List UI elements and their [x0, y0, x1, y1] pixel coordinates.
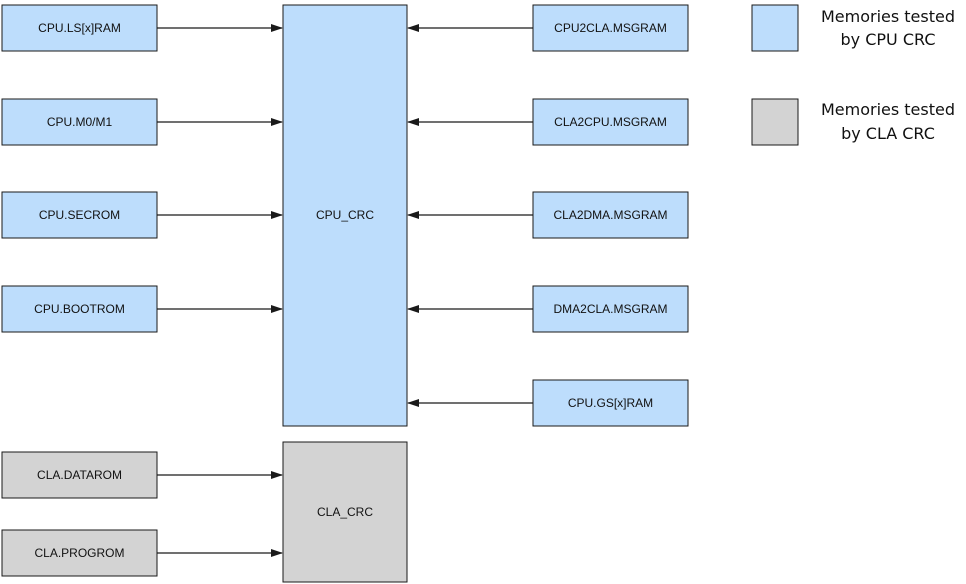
- memory-label: CLA2DMA.MSGRAM: [553, 208, 667, 222]
- memory-label: CLA2CPU.MSGRAM: [554, 115, 667, 129]
- memory-cla-datarom: CLA.DATAROM: [1, 451, 283, 499]
- memory-cpu2cla-msgram: CPU2CLA.MSGRAM: [407, 4, 689, 52]
- legend-swatch-cla: [751, 98, 799, 146]
- memory-label: CPU.M0/M1: [47, 115, 113, 129]
- memory-box: [532, 285, 689, 333]
- legend: Memories tested by CPU CRC Memories test…: [751, 4, 955, 146]
- cpu-crc-label: CPU_CRC: [316, 208, 374, 222]
- memory-box: [532, 4, 689, 52]
- cla-crc-block: CLA_CRC: [282, 441, 408, 583]
- cpu-crc-block: CPU_CRC: [282, 4, 408, 427]
- memory-cpu-m0m1: CPU.M0/M1: [1, 98, 283, 146]
- memory-box: [1, 529, 158, 577]
- legend-swatch-cpu: [751, 4, 799, 52]
- memory-cla2dma-msgram: CLA2DMA.MSGRAM: [407, 191, 689, 239]
- memory-label: DMA2CLA.MSGRAM: [553, 302, 667, 316]
- cla-crc-label: CLA_CRC: [317, 505, 373, 519]
- memory-box: [532, 98, 689, 146]
- memory-cpu-gsram: CPU.GS[x]RAM: [407, 379, 689, 427]
- legend-cpu-line2: by CPU CRC: [841, 30, 936, 49]
- left-cpu-memory-group: CPU.LS[x]RAM CPU.M0/M1 CPU.SECROM CPU.BO…: [1, 4, 283, 333]
- memory-cla-progrom: CLA.PROGROM: [1, 529, 283, 577]
- right-cpu-memory-group: CPU2CLA.MSGRAM CLA2CPU.MSGRAM CLA2DMA.MS…: [407, 4, 689, 427]
- memory-label: CPU2CLA.MSGRAM: [554, 21, 667, 35]
- legend-item-cla-crc: Memories tested by CLA CRC: [751, 98, 955, 146]
- left-cla-memory-group: CLA.DATAROM CLA.PROGROM: [1, 451, 283, 577]
- memory-label: CPU.LS[x]RAM: [38, 21, 121, 35]
- memory-label: CLA.PROGROM: [34, 546, 124, 560]
- memory-dma2cla-msgram: DMA2CLA.MSGRAM: [407, 285, 689, 333]
- memory-label: CPU.GS[x]RAM: [568, 396, 653, 410]
- memory-cla2cpu-msgram: CLA2CPU.MSGRAM: [407, 98, 689, 146]
- cla-crc-rect: [282, 441, 408, 583]
- legend-cpu-line1: Memories tested: [821, 7, 955, 26]
- memory-box: [1, 285, 158, 333]
- memory-box: [532, 191, 689, 239]
- legend-cla-line1: Memories tested: [821, 100, 955, 119]
- memory-box: [532, 379, 689, 427]
- memory-cpu-bootrom: CPU.BOOTROM: [1, 285, 283, 333]
- memory-label: CLA.DATAROM: [37, 468, 122, 482]
- memory-label: CPU.SECROM: [39, 208, 120, 222]
- memory-cpu-lsram: CPU.LS[x]RAM: [1, 4, 283, 52]
- memory-box: [1, 4, 158, 52]
- memory-cpu-secrom: CPU.SECROM: [1, 191, 283, 239]
- legend-cla-line2: by CLA CRC: [841, 124, 935, 143]
- legend-item-cpu-crc: Memories tested by CPU CRC: [751, 4, 955, 52]
- memory-label: CPU.BOOTROM: [34, 302, 125, 316]
- cpu-crc-rect: [282, 4, 408, 427]
